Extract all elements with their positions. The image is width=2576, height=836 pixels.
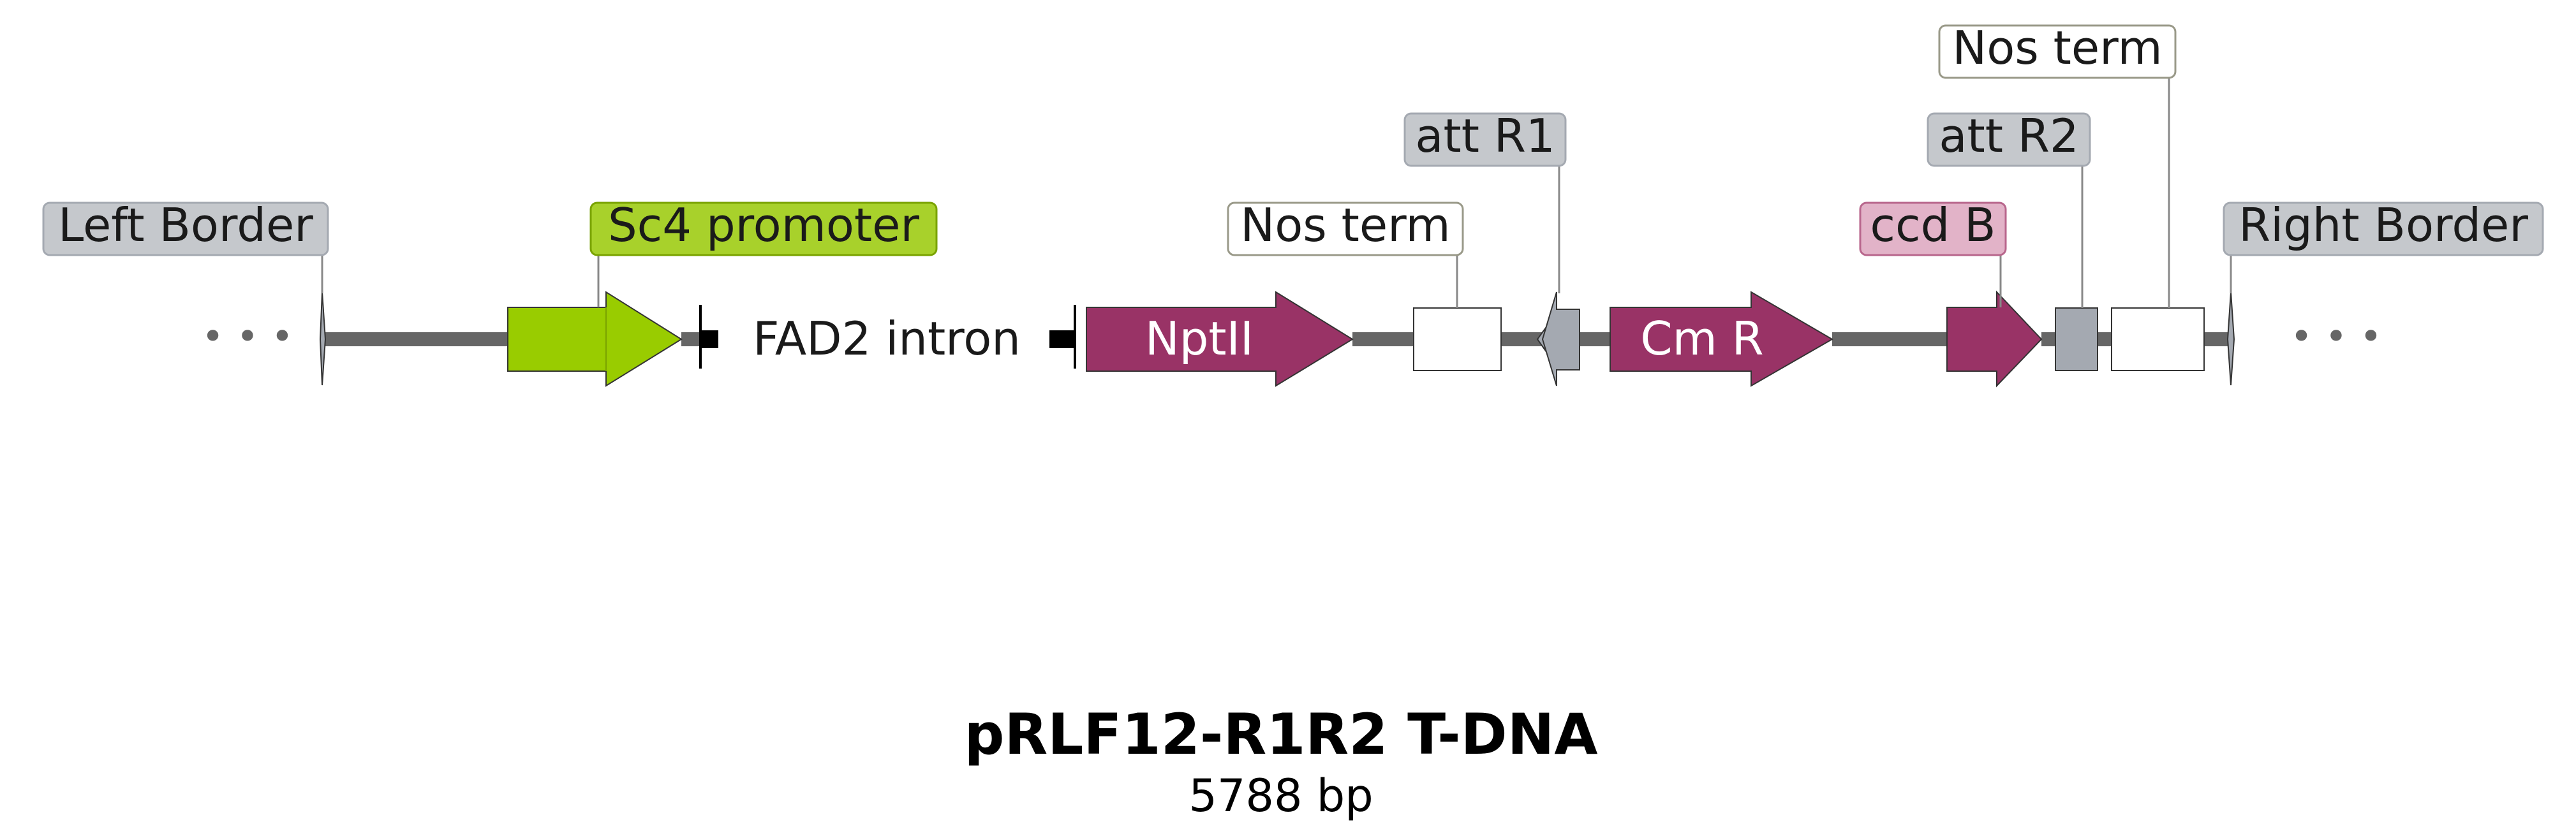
left-border-feature [319,291,327,386]
backbone-segment [2041,332,2055,346]
right-border-feature [2226,291,2235,386]
backbone-segment [681,332,700,346]
left-ellipsis: • • • [202,314,293,359]
sc4-promoter-arrow [507,291,683,387]
backbone-segment [2098,332,2112,346]
plasmid-title: pRLF12-R1R2 T-DNA [965,701,1598,767]
ccd-b-label-box [1859,202,2007,256]
nos-term-2-feature [2111,307,2205,371]
ccd-b-arrow [1946,290,2043,388]
nos-term-1-feature [1413,307,1502,371]
backbone-segment [1352,332,1414,346]
fad2-intron-start-block [700,330,718,348]
backbone-segment [2204,332,2230,346]
right-ellipsis: • • • [2290,314,2382,359]
cm-r-label: Cm R [1640,312,1763,365]
nptii-label: NptII [1145,312,1254,365]
att-r1-label: att R1 [1415,109,1555,163]
right-border-label: Right Border [2239,198,2528,252]
att-r2-label: att R2 [1939,109,2078,163]
backbone [323,332,2230,346]
att-r1-arrow-shape [1541,291,1580,386]
backbone-segment [1501,332,1544,346]
cm-r-arrow [1610,291,1833,387]
backbone-segment [1580,332,1610,346]
nos-term-2-label-box [1938,24,2177,79]
right-border-label-box [2223,202,2544,256]
att-r1-label-box [1403,112,1567,167]
sc4-promoter-label-box [589,202,938,256]
ccd-b-label: ccd B [1870,198,1995,252]
sc4-promoter-label: Sc4 promoter [608,198,919,252]
backbone-segment [1832,332,1947,346]
nptii-arrow [1086,291,1354,387]
left-border-label: Left Border [58,198,313,252]
fad2-intron-end-block [1049,330,1075,348]
nos-term-1-label-box [1227,202,1464,256]
backbone-segment [323,332,508,346]
att-r2-label-box [1927,112,2091,167]
att-r2-feature [2055,307,2098,371]
nos-term-1-label: Nos term [1240,198,1450,252]
fad2-intron-label: FAD2 intron [753,312,1021,365]
plasmid-size: 5788 bp [1188,770,1373,822]
left-border-label-box [42,202,329,256]
nos-term-2-label: Nos term [1952,21,2162,75]
